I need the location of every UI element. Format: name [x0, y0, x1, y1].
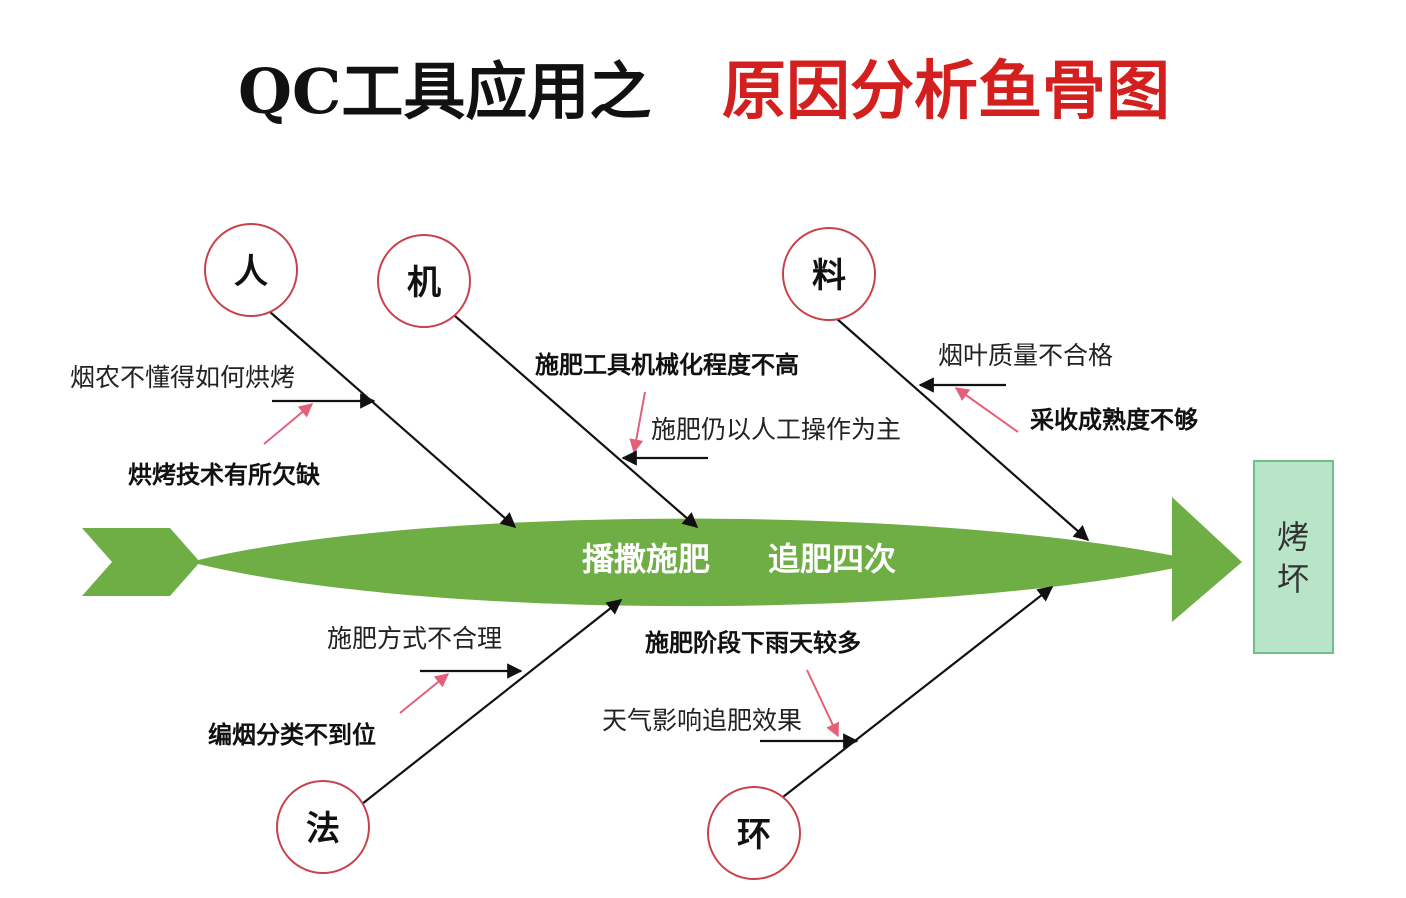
bone-huan: [782, 586, 1054, 798]
spine: 播撒施肥 追肥四次: [82, 497, 1242, 622]
effect-box: 烤 坏: [1253, 460, 1334, 654]
spine-body: [190, 518, 1180, 607]
category-fa: 法 施肥方式不合理 编烟分类不到位: [208, 599, 623, 874]
pink-arrow-ren: [263, 403, 314, 445]
label-liao: 料: [812, 256, 846, 296]
label-fa: 法: [306, 809, 340, 849]
label-ren: 人: [234, 252, 268, 292]
bone-ji: [454, 315, 699, 529]
pink-arrow-ji: [629, 391, 646, 454]
spine-tail: [82, 528, 200, 596]
subcause-liao: 采收成熟度不够: [1030, 406, 1198, 434]
title-part1: QC工具应用之: [238, 55, 651, 128]
label-huan: 环: [737, 815, 771, 855]
spine-head: [1172, 497, 1242, 622]
subcause-ji: 施肥仍以人工操作为主: [651, 415, 901, 444]
spine-text-2: 追肥四次: [768, 540, 896, 578]
cause-ren: 烟农不懂得如何烘烤: [70, 363, 295, 392]
pink-arrow-huan: [806, 669, 839, 738]
cause-liao: 烟叶质量不合格: [938, 341, 1113, 370]
bone-liao: [835, 317, 1090, 542]
category-ren: 人 烟农不懂得如何烘烤 烘烤技术有所欠缺: [70, 223, 517, 529]
circle-liao: [782, 227, 876, 321]
circle-huan: [707, 786, 801, 880]
subcause-ren: 烘烤技术有所欠缺: [128, 461, 321, 489]
circle-fa: [276, 780, 370, 874]
cause-ji: 施肥工具机械化程度不高: [535, 351, 799, 379]
bone-ren: [269, 311, 517, 529]
subcause-huan: 天气影响追肥效果: [602, 706, 802, 735]
effect-line-1: 烤: [1277, 518, 1309, 556]
spine-text-1: 播撒施肥: [582, 540, 710, 578]
category-ji: 机 施肥工具机械化程度不高 施肥仍以人工操作为主: [377, 234, 901, 529]
bone-fa: [361, 599, 623, 805]
circle-ren: [204, 223, 298, 317]
pink-arrow-fa: [399, 673, 450, 714]
pink-arrow-liao: [954, 387, 1019, 433]
cause-huan: 施肥阶段下雨天较多: [645, 629, 861, 657]
title-part2: 原因分析鱼骨图: [722, 55, 1170, 129]
label-ji: 机: [407, 263, 441, 303]
title: QC工具应用之 原因分析鱼骨图: [238, 55, 1170, 129]
cause-fa: 施肥方式不合理: [327, 624, 502, 653]
circle-ji: [377, 234, 471, 328]
effect-line-2: 坏: [1277, 560, 1309, 598]
category-liao: 料 烟叶质量不合格 采收成熟度不够: [782, 227, 1198, 542]
subcause-fa: 编烟分类不到位: [208, 721, 376, 749]
category-huan: 环 施肥阶段下雨天较多 天气影响追肥效果: [602, 586, 1054, 880]
